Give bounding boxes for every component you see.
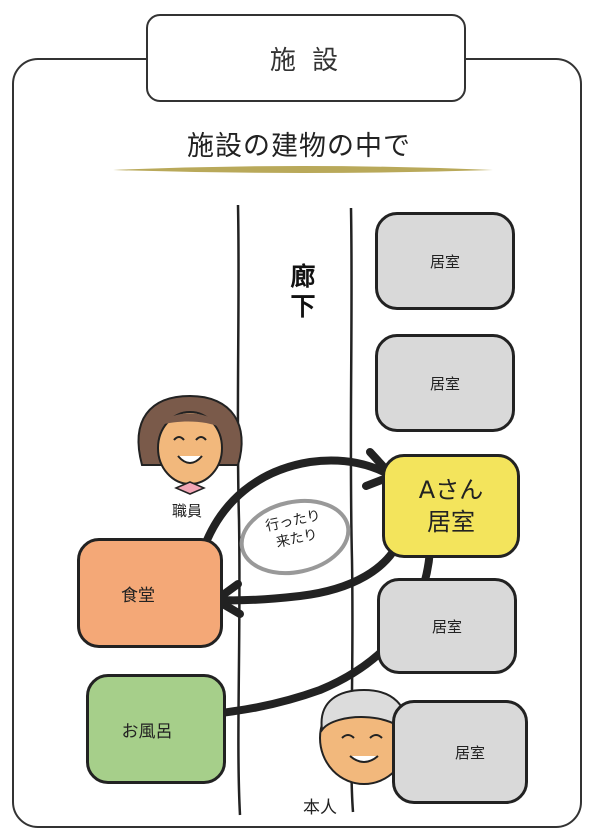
loop-oval [239, 498, 351, 576]
bath-room: お風呂 [86, 674, 226, 784]
room-4-label: 居室 [431, 617, 462, 636]
diagram-subtitle: 施設の建物の中で [187, 131, 411, 162]
room-a: Aさん 居室 [382, 454, 520, 558]
room-a-label-line1: Aさん [418, 476, 484, 504]
subtitle-underline [113, 166, 493, 173]
room-2-label: 居室 [429, 374, 460, 393]
bath-room-label: お風呂 [121, 721, 173, 742]
room-2: 居室 [375, 334, 515, 432]
room-1-label: 居室 [429, 252, 460, 271]
self-label: 本人 [303, 798, 337, 818]
room-a-label-line2: 居室 [426, 508, 475, 536]
arrow-room-a-to-dining [214, 530, 406, 605]
facility-title-tab: 施 設 [146, 14, 466, 102]
corridor-label: 廊 下 [287, 262, 319, 322]
room-1: 居室 [375, 212, 515, 310]
room-4: 居室 [377, 578, 517, 674]
staff-label: 職員 [172, 502, 203, 520]
facility-title: 施 設 [269, 45, 343, 76]
staff-face-icon [137, 394, 243, 495]
corridor-label-line1: 廊 [290, 262, 316, 291]
corridor-left-wall [236, 204, 242, 816]
dining-room: 食堂 [77, 538, 223, 648]
room-5-label: 居室 [454, 743, 485, 762]
arrow-dining-to-room-a [198, 456, 392, 557]
corridor-label-line2: 下 [290, 292, 316, 321]
dining-room-label: 食堂 [121, 585, 155, 606]
room-5: 居室 [392, 700, 528, 804]
